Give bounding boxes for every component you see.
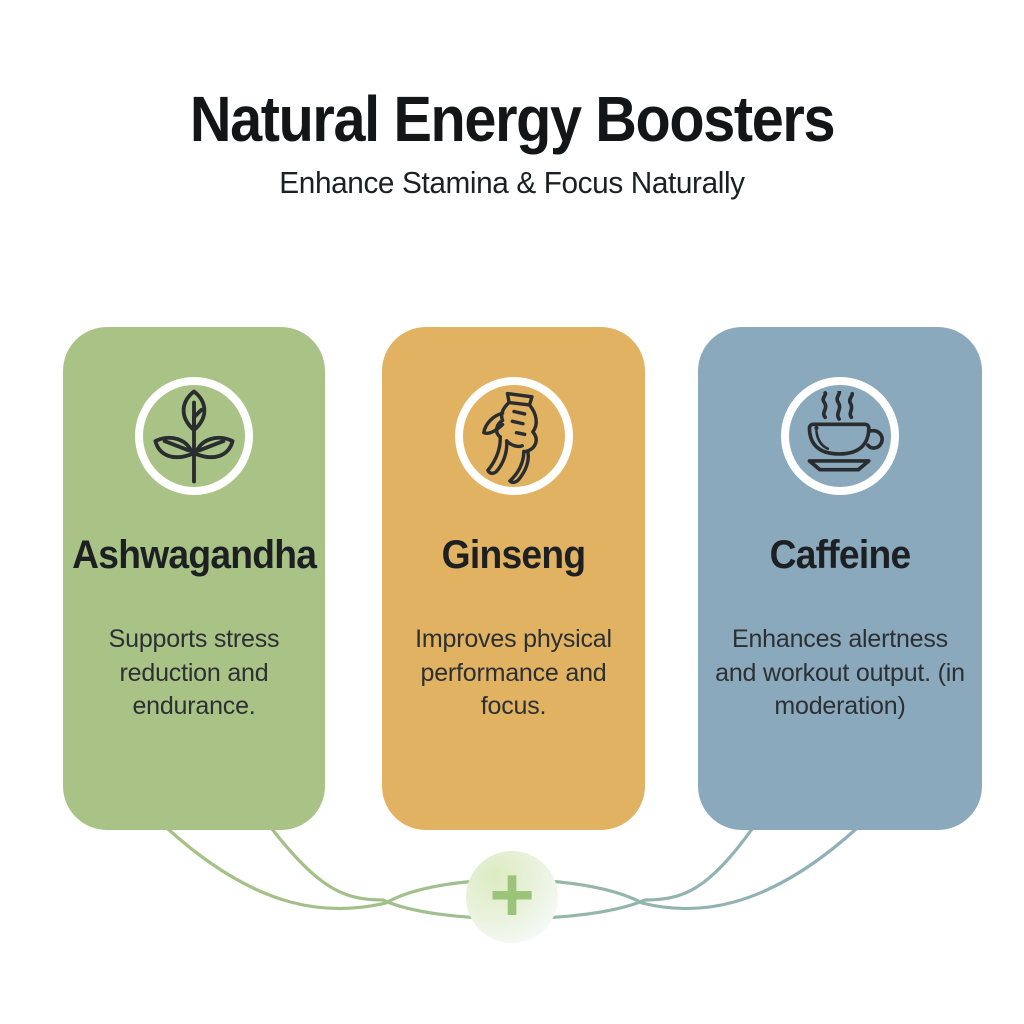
icon-ring <box>135 377 253 495</box>
card-title: Ginseng <box>441 533 586 577</box>
icon-ring <box>781 377 899 495</box>
coffee-cup-icon <box>807 390 884 471</box>
page-subtitle: Enhance Stamina & Focus Naturally <box>279 165 745 201</box>
icon-ring <box>454 377 573 495</box>
card-ashwagandha: Ashwagandha Supports stress reduction an… <box>63 327 325 830</box>
card-ginseng: Ginseng Improves physical performance an… <box>382 327 645 830</box>
card-description: Enhances alertness and workout output. (… <box>715 625 965 720</box>
card-caffeine: Caffeine Enhances alertness and workout … <box>698 327 982 830</box>
header: Natural Energy Boosters Enhance Stamina … <box>0 0 1024 201</box>
synergy-orb: + <box>466 851 558 943</box>
card-title: Ashwagandha <box>72 533 317 577</box>
ginseng-root-icon <box>481 391 538 485</box>
card-description: Improves physical performance and focus. <box>415 625 612 720</box>
leaf-sprig-icon <box>153 389 235 483</box>
plus-symbol: + <box>489 849 535 938</box>
page-title: Natural Energy Boosters <box>189 83 836 155</box>
card-description: Supports stress reduction and endurance. <box>108 625 280 720</box>
card-title: Caffeine <box>769 533 912 577</box>
